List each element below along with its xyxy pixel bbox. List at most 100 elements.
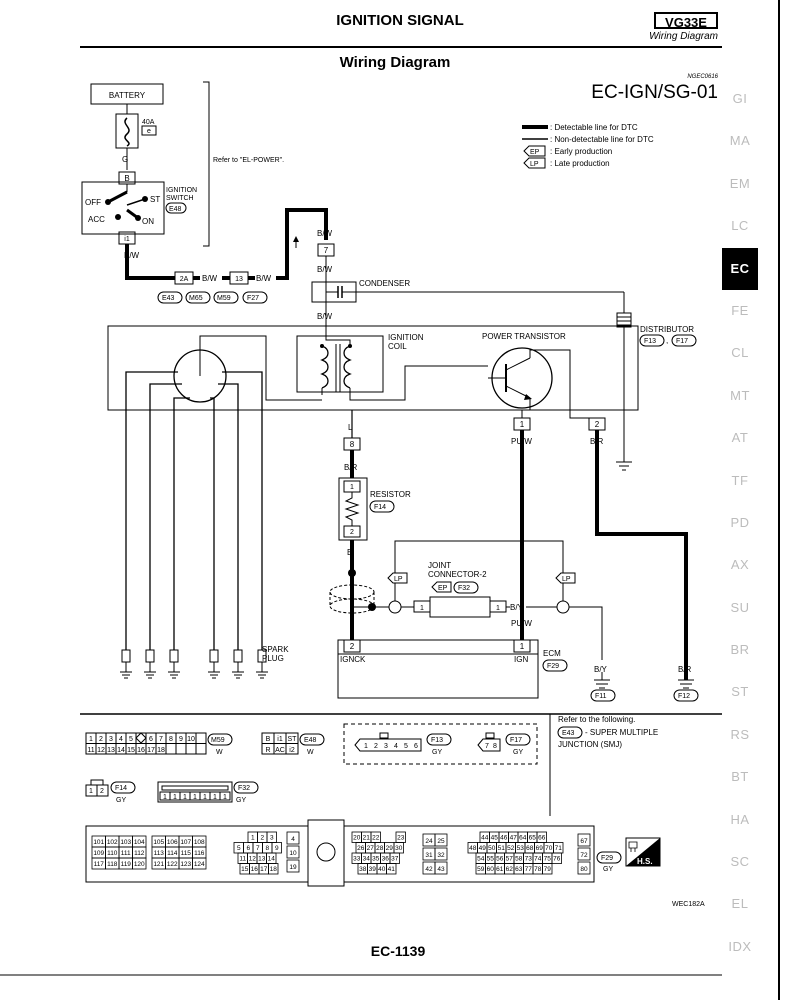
distributor: DISTRIBUTOR F13 , F17 xyxy=(107,325,697,411)
ecm-pin-24: 24 xyxy=(425,838,433,845)
ecm-pin-112: 112 xyxy=(134,850,145,857)
ecm-pin-49: 49 xyxy=(479,845,487,852)
ecm-pin-43-cell xyxy=(434,861,448,875)
ecm-pin-17: 17 xyxy=(260,866,268,873)
tab-ec[interactable]: EC xyxy=(722,247,758,290)
ecm-pin-71: 71 xyxy=(555,845,563,852)
ecm-pin-26: 26 xyxy=(357,845,365,852)
f17-tag: F17 xyxy=(510,737,522,744)
conn-f11-tag: F11 xyxy=(595,693,607,700)
condenser-label: CONDENSER xyxy=(359,279,410,288)
f14-color: GY xyxy=(116,797,126,804)
m59-p17: 17 xyxy=(147,747,155,754)
m59-tag: M59 xyxy=(211,737,225,744)
wire-b: B xyxy=(347,548,352,557)
legend-non-detectable: : Non-detectable line for DTC xyxy=(550,135,654,144)
tab-pd[interactable]: PD xyxy=(730,514,750,530)
condenser: CONDENSER xyxy=(311,279,410,303)
ecm-pin-106: 106 xyxy=(167,839,178,846)
tab-idx[interactable]: IDX xyxy=(728,938,752,954)
pin-13: 13 xyxy=(235,276,243,283)
ecm-pin-116: 116 xyxy=(194,850,205,857)
conn-f17-tag: F17 xyxy=(676,338,688,345)
model-code-box: VG33E xyxy=(654,12,718,30)
tab-bt[interactable]: BT xyxy=(731,769,749,785)
tab-mt[interactable]: MT xyxy=(730,387,750,403)
f13-p5: 5 xyxy=(404,743,408,750)
spark-plug-label1: SPARK xyxy=(262,645,289,654)
ecm-pin-22: 22 xyxy=(372,835,380,842)
ecm-pin-28: 28 xyxy=(376,845,384,852)
wire-l: L xyxy=(348,423,353,432)
ecm-pin-30: 30 xyxy=(395,845,403,852)
m59-p10: 10 xyxy=(187,736,195,743)
ecm-pin-31: 31 xyxy=(425,852,433,859)
tab-su[interactable]: SU xyxy=(730,599,750,615)
pt-pin2: 2 xyxy=(595,420,600,429)
joint-connector-2: JOINT CONNECTOR-2 EP F32 1 1 xyxy=(413,561,507,618)
battery-label: BATTERY xyxy=(109,91,146,100)
wire-br-1: B/R xyxy=(344,463,358,472)
tab-br[interactable]: BR xyxy=(730,642,750,658)
m59-p1: 1 xyxy=(89,736,93,743)
ecm-pin-51: 51 xyxy=(498,845,506,852)
e48-p5: AC xyxy=(275,747,285,754)
f32-p1: 1 xyxy=(163,794,167,801)
f13-color: GY xyxy=(432,749,442,756)
hs-badge: H.S. xyxy=(625,837,661,867)
tab-st[interactable]: ST xyxy=(731,684,749,700)
conn-f29-tag: F29 xyxy=(547,663,559,670)
ecm-pin-65: 65 xyxy=(529,835,537,842)
f32-p2: 1 xyxy=(173,794,177,801)
tab-cl[interactable]: CL xyxy=(731,345,749,361)
m59-color: W xyxy=(216,749,223,756)
ecm-pin-32: 32 xyxy=(437,852,445,859)
ecm-pin-103: 103 xyxy=(120,839,131,846)
switch-i1: i1 xyxy=(124,236,130,243)
wire-bw-3: B/W xyxy=(256,274,272,283)
switch-on: ON xyxy=(142,217,154,226)
ecm-pin-2: 2 xyxy=(260,835,264,842)
ecm-pin-19-cell xyxy=(286,859,300,873)
ecm: 2 1 IGNCK IGN ECM F29 xyxy=(337,639,568,699)
tab-rs[interactable]: RS xyxy=(730,726,750,742)
m59-p7: 7 xyxy=(159,736,163,743)
ecm-ign: IGN xyxy=(514,655,528,664)
refer-note-2: - SUPER MULTIPLE xyxy=(585,728,658,737)
joint-pin-left: 1 xyxy=(420,605,424,612)
ecm-pin-8: 8 xyxy=(265,845,269,852)
tab-ma[interactable]: MA xyxy=(729,133,751,149)
switch-acc: ACC xyxy=(88,215,105,224)
f13-p2: 2 xyxy=(374,743,378,750)
wire-g: G xyxy=(122,155,128,164)
legend: : Detectable line for DTC : Non-detectab… xyxy=(522,123,654,169)
ecm-pin-105: 105 xyxy=(153,839,164,846)
ecm-pin-23: 23 xyxy=(397,835,405,842)
ecm-pin-79: 79 xyxy=(544,866,552,873)
m59-p13: 13 xyxy=(107,747,115,754)
e48-tag: E48 xyxy=(304,737,317,744)
tab-at[interactable]: AT xyxy=(731,430,749,446)
distributor-label: DISTRIBUTOR xyxy=(640,325,694,334)
tab-lc[interactable]: LC xyxy=(731,218,749,234)
ecm-pin-72: 72 xyxy=(580,852,588,859)
wire-by-1: B/Y xyxy=(510,603,524,612)
tab-ha[interactable]: HA xyxy=(730,811,750,827)
tab-tf[interactable]: TF xyxy=(731,472,749,488)
connector-e48: B i1 ST R AC i2 E48 W xyxy=(261,732,325,756)
joint-label1: JOINT xyxy=(428,561,451,570)
ecm-pin-39: 39 xyxy=(369,866,377,873)
tab-em[interactable]: EM xyxy=(729,175,751,191)
f13-p4: 4 xyxy=(394,743,398,750)
fuse-rating: 40A xyxy=(142,119,155,126)
pt-pin1: 1 xyxy=(520,420,525,429)
tab-el[interactable]: EL xyxy=(731,896,749,912)
tab-sc[interactable]: SC xyxy=(730,854,750,870)
conn-f14-tag: F14 xyxy=(374,504,386,511)
tab-gi[interactable]: GI xyxy=(732,91,748,106)
tab-fe[interactable]: FE xyxy=(731,302,749,318)
f32-color: GY xyxy=(236,797,246,804)
ecm-pin-73: 73 xyxy=(525,856,533,863)
tab-ax[interactable]: AX xyxy=(730,557,750,573)
m59-p8: 8 xyxy=(169,736,173,743)
